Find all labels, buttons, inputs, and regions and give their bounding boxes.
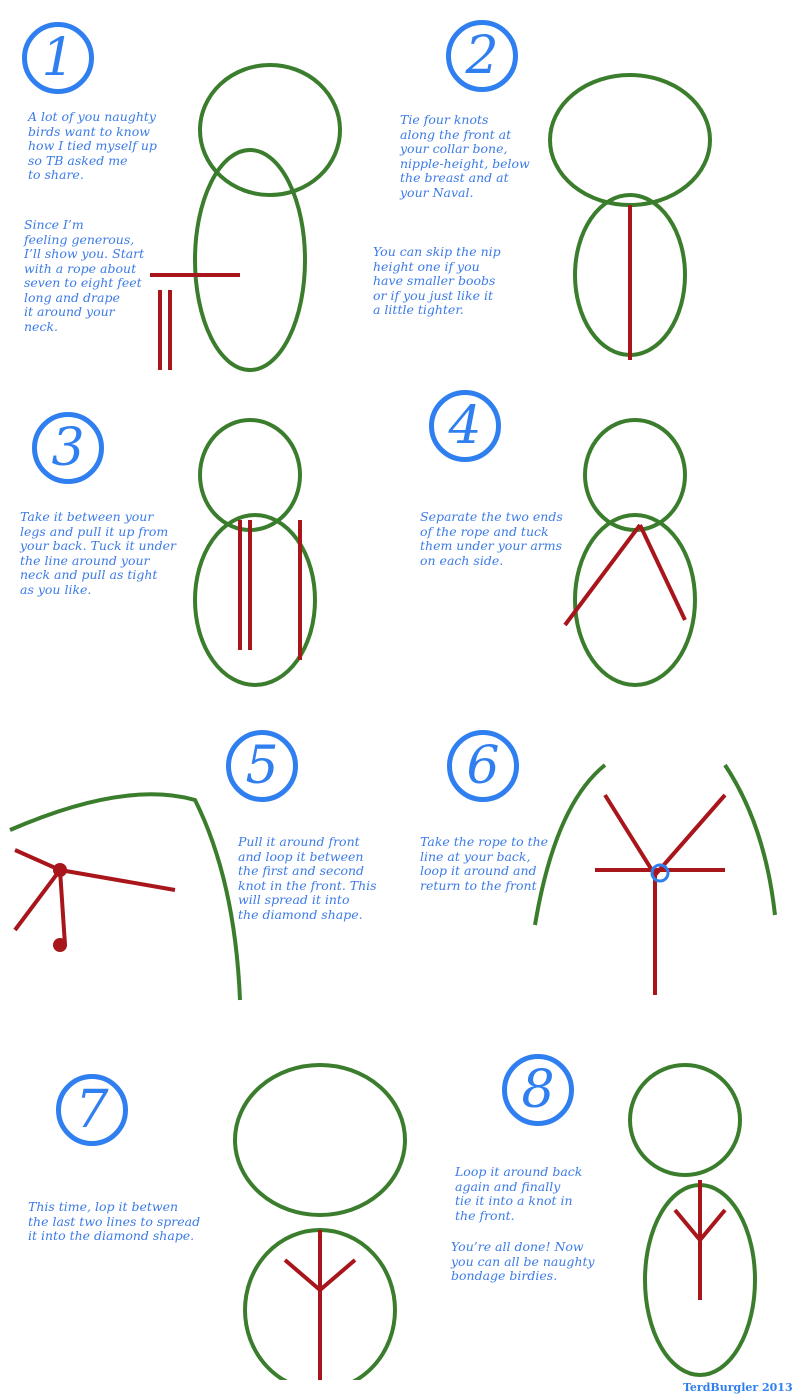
text-line: Take the rope to the [420, 834, 549, 849]
step-number-1: 1 [22, 22, 94, 94]
figure-illustration-7 [233, 1063, 407, 1380]
artist-signature: TerdBurgler 2013 [683, 1381, 793, 1394]
text-line: feeling generous, [24, 231, 135, 247]
text-line: of the rope and tuck [420, 523, 549, 539]
text-line: your collar bone, [400, 141, 508, 156]
text-line: along the front at [400, 126, 512, 142]
text-line: a little tighter. [373, 302, 464, 317]
figure-illustration-5 [9, 792, 242, 1001]
text-line: Since I’m [24, 217, 84, 232]
figure-illustration-6 [533, 763, 777, 995]
text-line: Separate the two ends [420, 509, 563, 524]
text-line: or if you just like it [373, 287, 493, 303]
text-line: on each side. [420, 552, 504, 568]
figure-illustration-1 [150, 63, 342, 372]
text-line: height one if you [373, 258, 480, 274]
step-number-4: 4 [429, 390, 501, 462]
figure-illustration-3 [193, 418, 317, 687]
text-line: tie it into a knot in [455, 1193, 573, 1208]
text-line: loop it around and [420, 863, 537, 878]
text-line: with a rope about [24, 260, 137, 276]
text-line: the line around your [20, 552, 150, 568]
text-line: your Naval. [400, 184, 474, 200]
text-line: will spread it into [238, 892, 350, 907]
text-line: line at your back, [420, 848, 531, 864]
text-line: to share. [28, 167, 84, 182]
text-line: You’re all done! Now [451, 1239, 584, 1254]
text-line: This time, lop it betwen [28, 1199, 179, 1214]
text-line: neck and pull as tight [20, 567, 158, 582]
text-line: seven to eight feet [24, 275, 142, 290]
text-line: I’ll show you. Start [24, 246, 145, 261]
text-line: return to the front [420, 877, 537, 893]
text-line: Loop it around back [455, 1164, 583, 1179]
text-line: you can all be naughty [451, 1253, 595, 1269]
step-number-5: 5 [226, 730, 298, 802]
text-line: You can skip the nip [373, 244, 501, 259]
text-line: Pull it around front [238, 834, 360, 849]
text-line: your back. Tuck it under [20, 538, 176, 553]
text-line: them under your arms [420, 538, 563, 553]
step-number-3: 3 [32, 412, 104, 484]
step-number-2: 2 [446, 20, 518, 92]
text-line: so TB asked me [28, 152, 128, 168]
text-line: A lot of you naughty [28, 109, 156, 124]
text-line: Tie four knots [400, 112, 489, 127]
text-line: again and finally [455, 1178, 561, 1194]
text-line: knot in the front. This [238, 877, 377, 893]
text-line: birds want to know [28, 123, 150, 139]
text-line: the first and second [238, 863, 365, 878]
text-line: the breast and at [400, 170, 509, 185]
text-line: long and drape [24, 289, 120, 305]
text-line: have smaller boobs [373, 273, 496, 288]
text-line: the front. [455, 1207, 515, 1223]
text-line: nipple-height, below [400, 155, 530, 171]
text-line: neck. [24, 318, 58, 334]
text-line: Take it between your [20, 509, 154, 524]
step-number-7: 7 [56, 1074, 128, 1146]
text-line: as you like. [20, 581, 92, 597]
text-line: it around your [24, 304, 115, 319]
text-line: and loop it between [238, 848, 364, 864]
step-number-6: 6 [447, 730, 519, 802]
text-line: how I tied myself up [28, 138, 157, 153]
text-line: the diamond shape. [238, 906, 363, 922]
figure-illustration-2 [548, 73, 712, 360]
text-line: legs and pull it up from [20, 523, 169, 539]
step-number-8: 8 [502, 1054, 574, 1126]
text-line: bondage birdies. [451, 1268, 558, 1283]
text-line: the last two lines to spread [28, 1213, 201, 1229]
figure-illustration-4 [563, 418, 697, 687]
figure-illustration-8 [628, 1063, 757, 1377]
text-line: it into the diamond shape. [28, 1228, 195, 1243]
